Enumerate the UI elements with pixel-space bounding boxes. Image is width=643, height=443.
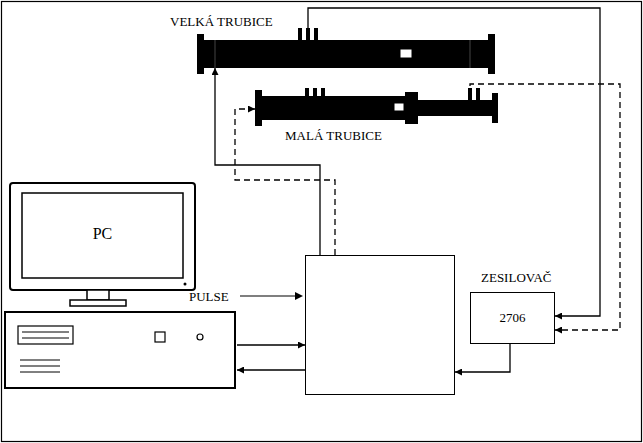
computer (22, 193, 183, 278)
computer: PC (5, 183, 237, 388)
small-tube (476, 88, 480, 100)
computer (22, 338, 69, 339)
computer (155, 332, 165, 342)
small-tube (261, 96, 405, 120)
small-tube (405, 92, 418, 124)
computer (18, 326, 73, 344)
small-tube (394, 103, 404, 111)
computer (20, 372, 60, 373)
signal-line (237, 369, 305, 370)
device-label: PULSE (189, 289, 229, 305)
computer (87, 290, 109, 300)
computer (20, 366, 60, 367)
computer (5, 312, 235, 388)
computer (22, 332, 69, 333)
pulse-pointer (240, 295, 297, 296)
large-tube (400, 49, 412, 58)
small-tube (418, 100, 492, 116)
computer (20, 360, 60, 361)
model-number: 2706 (471, 310, 554, 326)
device-heading: ZESILOVAČ (481, 270, 552, 286)
small-tube: MALÁ TRUBICE (255, 96, 500, 120)
large-tube (203, 40, 490, 68)
computer (197, 334, 203, 340)
large-tube (215, 40, 216, 68)
large-tube (197, 28, 495, 74)
computer (5, 183, 235, 388)
computer (184, 283, 187, 286)
pulse-pointer (295, 292, 303, 300)
computer (10, 183, 195, 290)
large-tube (298, 28, 302, 40)
small-tube (255, 90, 262, 126)
large-tube (470, 40, 471, 68)
analyzer-box: PULSE (305, 255, 455, 395)
screen-label: PC (22, 224, 183, 243)
tube-heading: MALÁ TRUBICE (285, 128, 382, 144)
large-tube: VELKÁ TRUBICE (197, 40, 497, 68)
large-tube (314, 28, 318, 40)
small-tube (255, 88, 498, 126)
small-tube (313, 88, 317, 96)
pulse-pointer (240, 292, 303, 300)
small-tube (305, 88, 309, 96)
small-tube (321, 88, 325, 96)
large-tube (197, 34, 204, 74)
small-tube (492, 93, 498, 123)
tube-heading: VELKÁ TRUBICE (170, 14, 273, 30)
signal-line (215, 68, 320, 255)
signal-line (455, 344, 510, 372)
large-tube (488, 34, 495, 74)
signal-line (237, 344, 305, 345)
computer (70, 300, 126, 306)
amplifier-box: ZESILOVAČ2706 (470, 292, 555, 344)
